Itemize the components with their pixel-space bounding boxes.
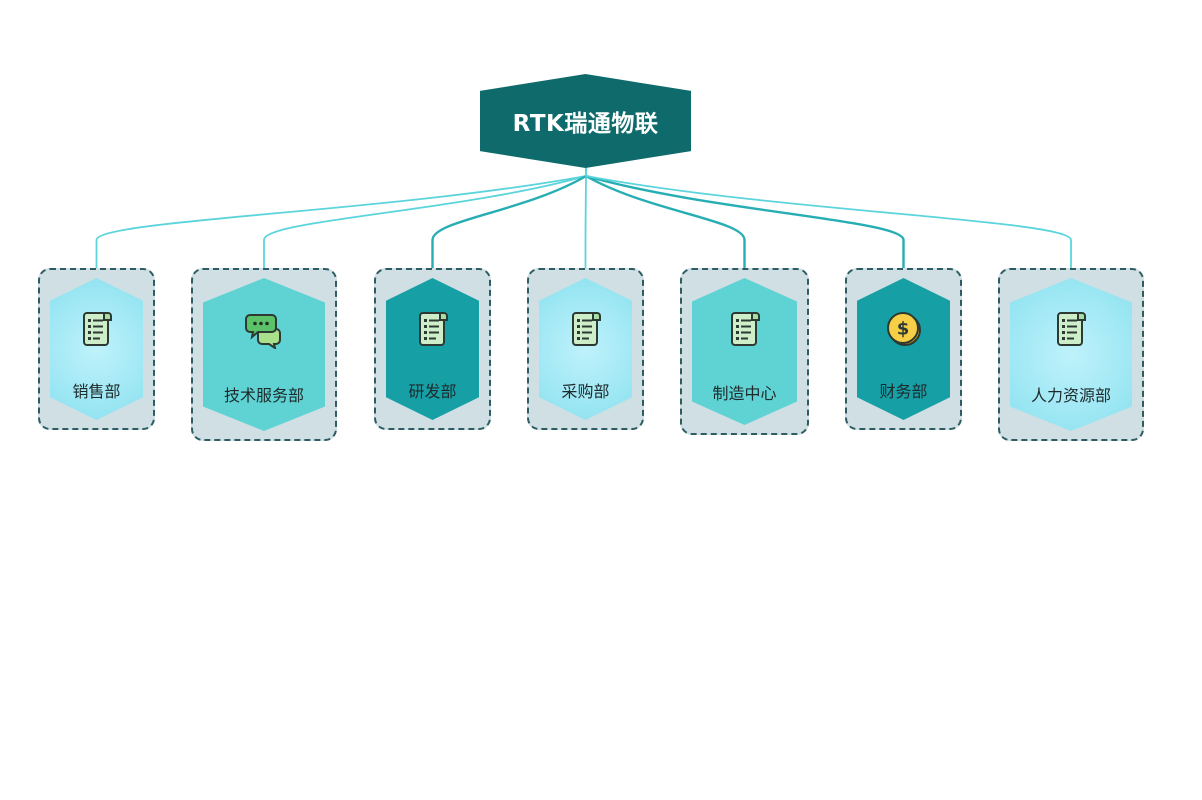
connector-line bbox=[585, 174, 905, 270]
connector-line bbox=[584, 175, 587, 270]
document-list-icon bbox=[413, 309, 453, 349]
document-list-icon bbox=[77, 309, 117, 349]
department-hexagon bbox=[203, 278, 325, 431]
department-label: 制造中心 bbox=[712, 384, 777, 403]
connector-line bbox=[263, 175, 587, 270]
department-node[interactable]: 研发部 bbox=[374, 268, 491, 430]
chat-bubbles-icon bbox=[244, 309, 284, 351]
connector-line bbox=[95, 175, 587, 270]
department-node[interactable]: 制造中心 bbox=[680, 268, 809, 435]
department-hexagon bbox=[386, 278, 479, 420]
department-label: 销售部 bbox=[72, 382, 121, 401]
dollar-coin-icon: $ bbox=[884, 309, 924, 349]
department-hexagon bbox=[50, 278, 143, 420]
root-title: RTK瑞通物联 bbox=[512, 111, 659, 137]
connector-line bbox=[431, 174, 587, 270]
connector-line bbox=[585, 174, 746, 270]
department-hexagon bbox=[539, 278, 632, 420]
department-hexagon bbox=[692, 278, 797, 425]
document-list-icon bbox=[566, 309, 606, 349]
department-hexagon bbox=[857, 278, 950, 420]
department-node[interactable]: 采购部 bbox=[527, 268, 644, 430]
department-label: 研发部 bbox=[408, 382, 457, 401]
document-list-icon bbox=[1051, 309, 1091, 349]
department-label: 技术服务部 bbox=[223, 386, 304, 405]
department-node[interactable]: 技术服务部 bbox=[191, 268, 337, 441]
connector-line bbox=[585, 175, 1072, 270]
root-node: RTK瑞通物联 bbox=[480, 74, 691, 168]
department-node[interactable]: $ 财务部 bbox=[845, 268, 962, 430]
department-node[interactable]: 人力资源部 bbox=[998, 268, 1144, 441]
department-hexagon bbox=[1010, 278, 1132, 431]
document-list-icon bbox=[725, 309, 765, 349]
department-node[interactable]: 销售部 bbox=[38, 268, 155, 430]
svg-text:$: $ bbox=[896, 319, 909, 340]
department-label: 财务部 bbox=[879, 382, 928, 401]
department-label: 采购部 bbox=[561, 382, 610, 401]
department-label: 人力资源部 bbox=[1030, 386, 1111, 405]
